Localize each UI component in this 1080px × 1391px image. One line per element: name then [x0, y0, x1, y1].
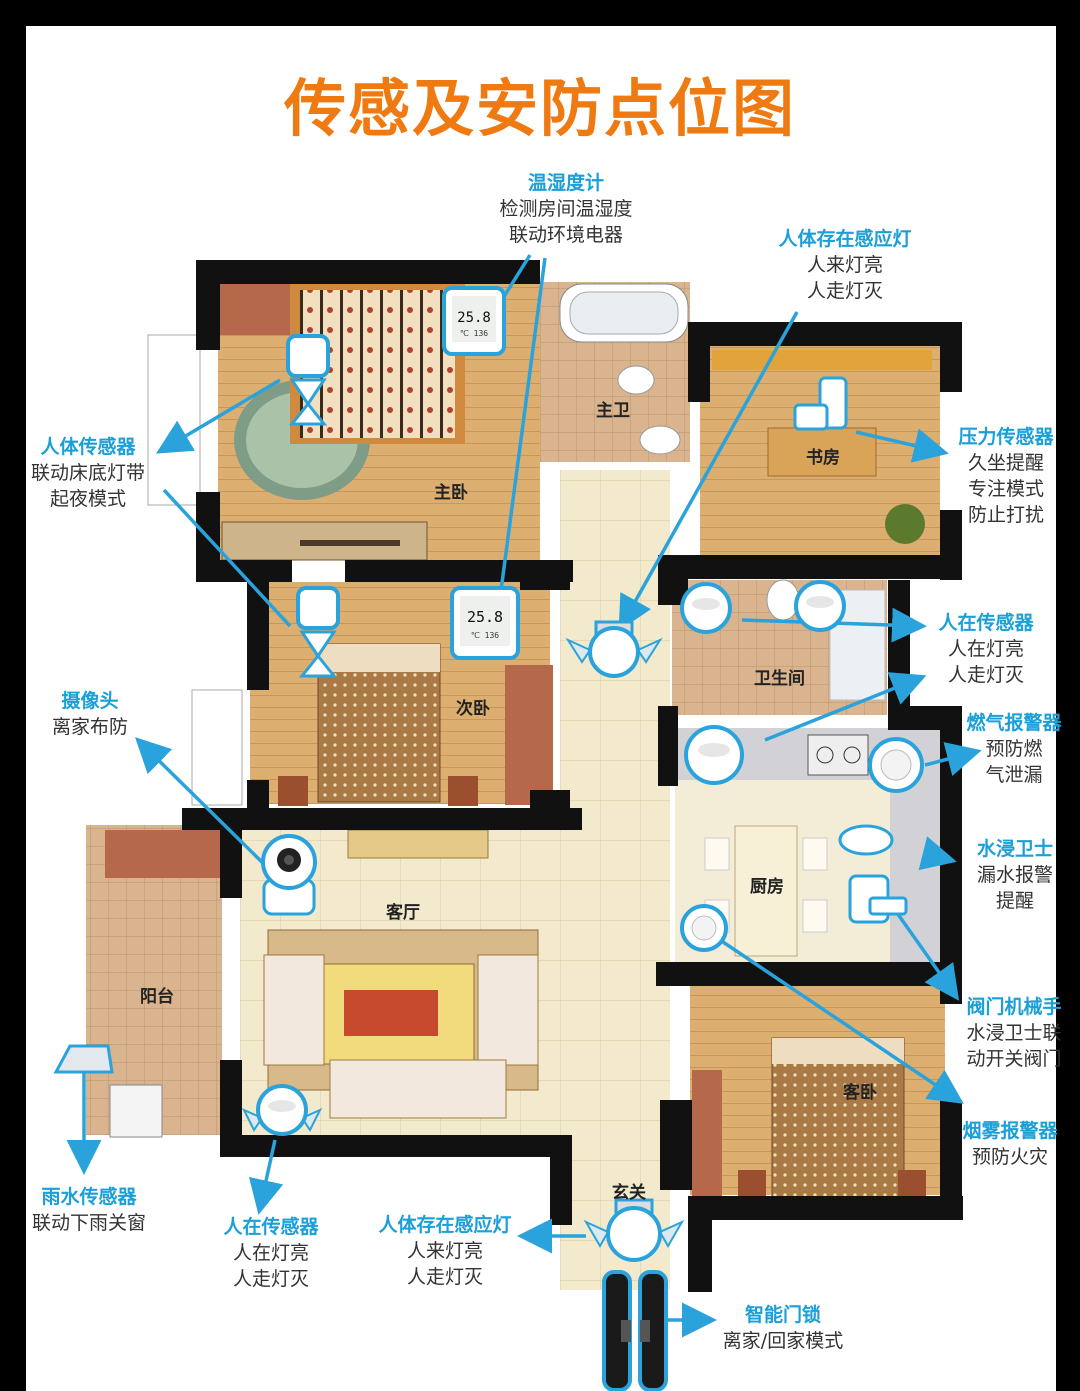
- pressure-sensor-device: [793, 376, 848, 431]
- room-label-bathroom: 卫生间: [754, 669, 805, 689]
- label-gas-alarm: 燃气报警器 预防燃 气泄漏: [962, 710, 1066, 788]
- water-leak-sensor-device: [838, 824, 894, 856]
- rain-sensor-device: [53, 1044, 114, 1074]
- valve-manipulator-device: [848, 874, 908, 924]
- label-line: 人走灯灭: [806, 280, 883, 302]
- label-line: 人来灯亮: [806, 254, 883, 276]
- label-water-leak: 水浸卫士 漏水报警 提醒: [970, 836, 1060, 914]
- room-label-living-room: 客厅: [386, 903, 420, 923]
- room-label-kitchen: 厨房: [750, 877, 784, 897]
- label-heading: 人在传感器: [938, 612, 1034, 634]
- label-line: 检测房间温湿度: [499, 198, 633, 220]
- label-heading: 阀门机械手: [966, 996, 1062, 1018]
- label-heading: 温湿度计: [527, 172, 604, 194]
- hygrometer-reading: 25.8: [467, 608, 503, 626]
- gas-alarm-device: [868, 737, 924, 793]
- label-line: 起夜模式: [49, 488, 126, 510]
- label-line: 预防燃: [985, 738, 1043, 760]
- label-valve-manipulator: 阀门机械手 水浸卫士联 动开关阀门: [962, 994, 1066, 1072]
- label-line: 提醒: [995, 890, 1034, 912]
- hygrometer-reading: 25.8: [457, 310, 491, 326]
- label-smart-lock: 智能门锁 离家/回家模式: [708, 1302, 858, 1354]
- label-heading: 压力传感器: [958, 426, 1054, 448]
- hygrometer-sub: ℃ 136: [471, 631, 499, 640]
- label-thermo-hygrometer: 温湿度计 检测房间温湿度 联动环境电器: [488, 170, 644, 248]
- smart-lock-device: [602, 1270, 668, 1391]
- label-presence-light-top: 人体存在感应灯 人来灯亮 人走灯灭: [768, 226, 922, 304]
- label-line: 久坐提醒: [967, 452, 1044, 474]
- label-heading: 人体存在感应灯: [778, 228, 912, 250]
- room-label-guest-bedroom: 客卧: [843, 1083, 877, 1103]
- label-camera: 摄像头 离家布防: [42, 688, 138, 740]
- label-presence-sensor-right: 人在传感器 人在灯亮 人走灯灭: [930, 610, 1042, 688]
- room-label-master-bedroom: 主卧: [434, 483, 468, 503]
- presence-light-entrance: [583, 1198, 685, 1262]
- label-line: 人在灯亮: [232, 1242, 309, 1264]
- hygrometer-device-master: 25.8 ℃ 136: [442, 286, 506, 356]
- label-line: 联动下雨关窗: [31, 1212, 146, 1234]
- label-rain-sensor: 雨水传感器 联动下雨关窗: [26, 1184, 152, 1236]
- label-smoke-alarm: 烟雾报警器 预防火灾: [958, 1118, 1062, 1170]
- room-label-balcony: 阳台: [140, 987, 174, 1007]
- label-presence-light-bottom: 人体存在感应灯 人来灯亮 人走灯灭: [366, 1212, 524, 1290]
- label-heading: 燃气报警器: [966, 712, 1062, 734]
- label-pressure-sensor: 压力传感器 久坐提醒 专注模式 防止打扰: [954, 424, 1058, 528]
- label-line: 离家/回家模式: [722, 1330, 844, 1352]
- label-presence-sensor-bottom: 人在传感器 人在灯亮 人走灯灭: [212, 1214, 330, 1292]
- room-label-study: 书房: [806, 448, 840, 468]
- room-label-master-bath: 主卫: [596, 401, 630, 421]
- label-heading: 人体传感器: [40, 436, 136, 458]
- label-line: 动开关阀门: [966, 1048, 1062, 1070]
- room-label-second-bedroom: 次卧: [456, 699, 490, 719]
- label-line: 预防火灾: [971, 1146, 1048, 1168]
- label-line: 离家布防: [51, 716, 128, 738]
- camera-device: [261, 834, 317, 916]
- label-heading: 摄像头: [61, 690, 119, 712]
- hygrometer-device-second: 25.8 ℃ 136: [450, 586, 520, 660]
- label-line: 防止打扰: [967, 504, 1044, 526]
- body-sensor-device-second: [296, 586, 340, 678]
- presence-sensor-bath-2: [794, 580, 846, 632]
- room-label-entrance: 玄关: [612, 1183, 646, 1203]
- label-line: 专注模式: [967, 478, 1044, 500]
- page-title: 传感及安防点位图: [283, 72, 796, 145]
- body-sensor-device-master: [286, 334, 330, 426]
- label-line: 水浸卫士联: [966, 1022, 1062, 1044]
- label-line: 人来灯亮: [406, 1240, 483, 1262]
- smoke-alarm-device: [680, 904, 728, 952]
- label-line: 人走灯灭: [947, 664, 1024, 686]
- label-heading: 水浸卫士: [976, 838, 1053, 860]
- label-line: 人在灯亮: [947, 638, 1024, 660]
- label-heading: 智能门锁: [744, 1304, 821, 1326]
- label-heading: 人体存在感应灯: [378, 1214, 512, 1236]
- label-heading: 人在传感器: [223, 1216, 319, 1238]
- label-heading: 雨水传感器: [41, 1186, 137, 1208]
- label-line: 人走灯灭: [406, 1266, 483, 1288]
- label-line: 漏水报警: [976, 864, 1053, 886]
- presence-sensor-kitchen: [684, 725, 744, 785]
- label-heading: 烟雾报警器: [962, 1120, 1058, 1142]
- label-line: 联动床底灯带: [30, 462, 145, 484]
- hygrometer-sub: ℃ 136: [460, 329, 488, 338]
- label-body-sensor: 人体传感器 联动床底灯带 起夜模式: [26, 434, 150, 512]
- label-line: 人走灯灭: [232, 1268, 309, 1290]
- presence-sensor-living: [241, 1084, 323, 1136]
- label-line: 气泄漏: [985, 764, 1043, 786]
- presence-sensor-bath-1: [680, 582, 732, 634]
- label-line: 联动环境电器: [508, 224, 623, 246]
- pointer-lines: [66, 254, 982, 1338]
- presence-light-corridor: [565, 620, 663, 678]
